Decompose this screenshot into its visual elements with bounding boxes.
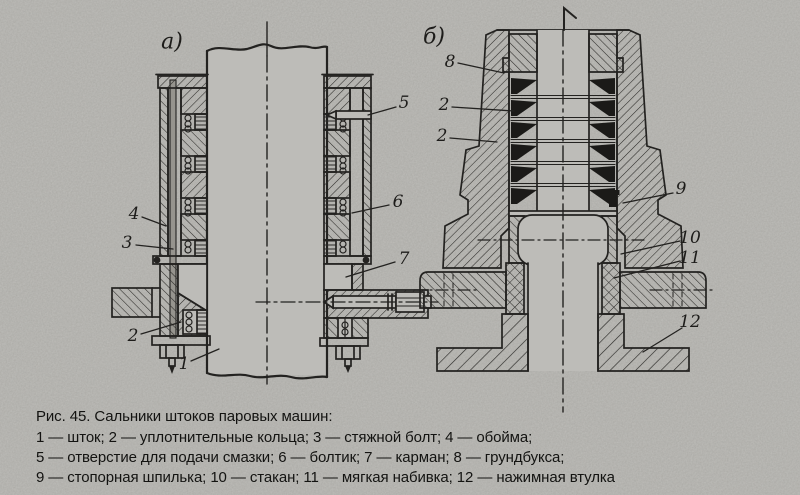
callout-2-seal-rings-b2: 2	[436, 126, 448, 146]
flange-arm-left	[111, 287, 153, 318]
figure-b-drawing	[413, 5, 713, 413]
callout-2-seal-rings: 2	[127, 326, 139, 346]
soft-packing-right	[601, 262, 621, 315]
pressure-sleeve-right	[597, 313, 690, 372]
callout-11-soft-packing: 11	[679, 248, 701, 268]
figure-a-label: а)	[161, 29, 183, 55]
callout-1-rod: 1	[178, 354, 190, 374]
body-left	[442, 29, 510, 269]
locking-stud	[609, 194, 617, 207]
callout-3-tie-bolt: 3	[121, 233, 133, 253]
grundbuksa-left	[502, 33, 538, 73]
caption-title: Рис. 45. Сальники штоков паровых машин:	[36, 408, 333, 425]
body-right	[616, 29, 684, 269]
casing-strip-left	[159, 87, 169, 257]
caption-line-4: 9 — стопорная шпилька; 10 — стакан; 11 —…	[36, 469, 615, 486]
centerline-flag	[563, 5, 577, 31]
callout-6-small-bolt: 6	[392, 192, 404, 212]
callout-5-grease-hole: 5	[398, 93, 410, 113]
figure-b-label: б)	[422, 24, 446, 50]
callout-10-cup: 10	[679, 228, 701, 248]
caption-line-2: 1 — шток; 2 — уплотнительные кольца; 3 —…	[36, 429, 533, 446]
wing-right	[619, 271, 707, 309]
callout-12-sleeve: 12	[679, 312, 701, 332]
pressure-sleeve-left	[436, 313, 529, 372]
caption-line-3: 5 — отверстие для подачи смазки; 6 — бол…	[36, 449, 565, 466]
callout-7-pocket: 7	[398, 249, 410, 269]
grease-hole	[335, 110, 372, 120]
callout-2-seal-rings-b1: 2	[438, 95, 450, 115]
figure-a-drawing	[111, 21, 439, 385]
leader-lines-a	[135, 106, 397, 362]
callout-4-holder: 4	[128, 204, 140, 224]
callout-8-grundbuksa: 8	[444, 52, 456, 72]
soft-packing-left	[505, 262, 525, 315]
packing-units-left	[180, 87, 208, 257]
grundbuksa-right	[588, 33, 624, 73]
callout-9-locking-stud: 9	[675, 179, 687, 199]
leader-lines-b	[449, 62, 683, 353]
